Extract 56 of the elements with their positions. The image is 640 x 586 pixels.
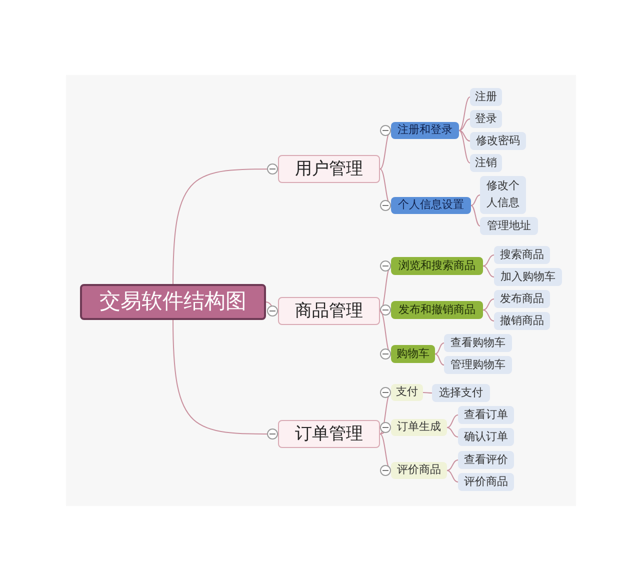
subtopic: 浏览和搜索商品 (391, 257, 483, 275)
connector-line (446, 427, 458, 438)
connector-line (172, 320, 278, 440)
connector-line (482, 310, 494, 322)
connector-line (482, 266, 494, 278)
subtopic: 订单生成 (391, 419, 447, 436)
leaf-topic: 管理地址 (480, 217, 538, 235)
leaf-topic: 查看购物车 (444, 334, 512, 352)
leaf-topic: 发布商品 (494, 290, 550, 308)
leaf-topic: 加入购物车 (494, 268, 562, 286)
connector-line (458, 130, 470, 164)
connector-line (482, 298, 494, 310)
leaf-topic: 修改密码 (470, 132, 526, 150)
main-topic: 用户管理 (278, 155, 380, 183)
leaf-topic: 选择支付 (432, 384, 490, 402)
connector-line (380, 434, 392, 474)
subtopic: 发布和撤销商品 (391, 301, 483, 319)
connector-line (172, 164, 278, 284)
leaf-topic: 评价商品 (458, 473, 514, 491)
subtopic: 评价商品 (391, 462, 447, 479)
connector-line (458, 118, 470, 131)
connector-line (458, 130, 470, 142)
leaf-topic: 登录 (470, 110, 502, 128)
leaf-topic: 查看订单 (458, 406, 514, 424)
leaf-topic: 修改个人信息 (480, 176, 526, 214)
connector-line (380, 128, 392, 170)
main-topic: 商品管理 (278, 297, 380, 325)
connector-line (380, 168, 392, 208)
connector-line (422, 392, 432, 394)
leaf-topic: 搜索商品 (494, 246, 550, 264)
leaf-topic: 注销 (470, 154, 502, 172)
subtopic: 支付 (391, 384, 423, 401)
connector-line (458, 96, 470, 131)
leaf-topic: 确认订单 (458, 428, 514, 446)
connector-line (380, 390, 392, 434)
root-topic: 交易软件结构图 (80, 284, 266, 320)
connector-line (434, 342, 444, 354)
leaf-topic: 管理购物车 (444, 356, 512, 374)
main-topic: 订单管理 (278, 420, 380, 448)
subtopic: 购物车 (391, 345, 435, 363)
connector-line (266, 302, 278, 316)
connector-line (470, 205, 480, 226)
connector-line (482, 254, 494, 266)
connector-line (434, 354, 444, 366)
connector-line (470, 194, 480, 206)
connector-line (380, 310, 392, 356)
connector-line (446, 470, 458, 482)
connector-line (446, 460, 458, 471)
subtopic: 注册和登录 (391, 122, 459, 139)
connector-line (380, 304, 392, 316)
leaf-topic: 注册 (470, 88, 502, 106)
leaf-topic: 撤销商品 (494, 312, 550, 330)
connector-line (380, 422, 392, 434)
connector-line (446, 414, 458, 428)
leaf-topic: 查看评价 (458, 451, 514, 469)
subtopic: 个人信息设置 (391, 197, 471, 214)
